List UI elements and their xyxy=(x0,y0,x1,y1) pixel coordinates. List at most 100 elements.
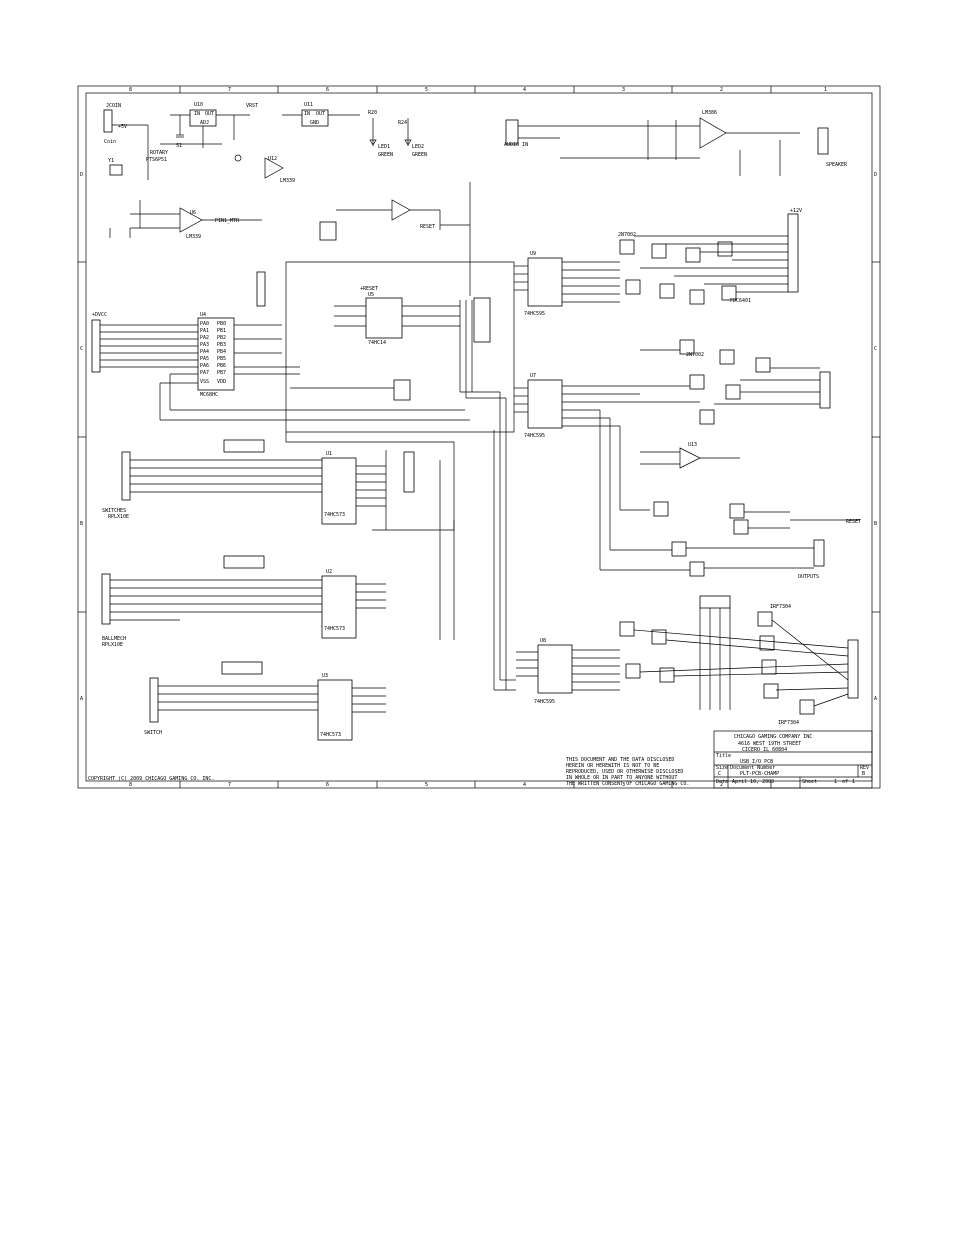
svg-text:Document Number: Document Number xyxy=(730,765,775,771)
svg-text:RESET: RESET xyxy=(846,519,861,525)
svg-text:AUDIO IN: AUDIO IN xyxy=(504,142,528,148)
col-number: 2 xyxy=(720,782,723,788)
svg-text:U8: U8 xyxy=(540,638,546,644)
svg-text:U5: U5 xyxy=(368,292,374,298)
svg-text:THIS DOCUMENT AND THE DATA DIS: THIS DOCUMENT AND THE DATA DISCLOSED xyxy=(566,757,674,763)
svg-text:U12: U12 xyxy=(268,156,277,162)
svg-text:2N7002: 2N7002 xyxy=(686,352,704,358)
logic-u5: U5 74HC14 +RESET xyxy=(334,286,491,346)
connector-j3: SWITCH xyxy=(144,661,318,736)
connector-j10: +DVCC xyxy=(91,312,107,373)
svg-text:LM339: LM339 xyxy=(186,234,201,240)
cpu-u4: U4 MC68HC PA0 PA1 PA2 PA3 PA4 PA5 PA6 PA… xyxy=(100,312,470,421)
svg-text:VSS: VSS xyxy=(200,379,209,385)
svg-text:GND: GND xyxy=(310,120,319,126)
svg-text:PA2: PA2 xyxy=(200,335,209,341)
svg-text:Coin: Coin xyxy=(104,139,116,145)
row-letter: B xyxy=(80,521,83,527)
svg-text:74HC573: 74HC573 xyxy=(324,512,345,518)
svg-text:Date: Date xyxy=(716,779,728,785)
row-letter: A xyxy=(874,696,877,702)
svg-text:PA4: PA4 xyxy=(200,349,209,355)
col-number: 8 xyxy=(129,782,132,788)
svg-text:U4: U4 xyxy=(200,312,206,318)
col-number: 3 xyxy=(622,87,625,93)
col-number: 5 xyxy=(425,782,428,788)
usb-regulator xyxy=(290,379,411,401)
svg-text:U7: U7 xyxy=(530,373,536,379)
svg-text:U2: U2 xyxy=(326,569,332,575)
svg-text:U1: U1 xyxy=(326,451,332,457)
col-number: 4 xyxy=(523,782,526,788)
svg-text:ROTARY: ROTARY xyxy=(150,150,168,156)
svg-text:S1: S1 xyxy=(176,143,182,149)
svg-text:R24: R24 xyxy=(398,120,407,126)
latch-u3: U3 74HC573 xyxy=(317,673,386,741)
col-number: 1 xyxy=(824,87,827,93)
comparator-u13: U13 xyxy=(640,442,740,469)
connector-j4 xyxy=(256,271,266,307)
svg-text:THE WRITTEN CONSENT OF CHICAGO: THE WRITTEN CONSENT OF CHICAGO GAMING CO… xyxy=(566,781,689,787)
company-name: CHICAGO GAMING COMPANY INC xyxy=(734,734,812,740)
svg-text:GREEN: GREEN xyxy=(412,152,427,158)
svg-text:SPEAKER: SPEAKER xyxy=(826,162,848,168)
col-number: 7 xyxy=(228,87,231,93)
svg-text:PB1: PB1 xyxy=(217,328,226,334)
svg-text:RESET: RESET xyxy=(420,224,435,230)
drawing-date: April 10, 2009 xyxy=(732,779,774,785)
svg-text:REV: REV xyxy=(860,765,869,771)
row-letter: D xyxy=(80,172,83,178)
mosfet-bank-top: 2N7002 FDC6401 +12V xyxy=(618,208,802,305)
coin-connector: JCOIN +5V Coin xyxy=(103,103,149,180)
row-letters: D C B A D C B A xyxy=(80,172,877,702)
svg-text:SWITCHES: SWITCHES xyxy=(102,508,126,514)
column-numbers-top: 8 7 6 5 4 3 2 1 xyxy=(129,87,827,93)
svg-text:IN: IN xyxy=(194,111,200,117)
svg-text:Y1: Y1 xyxy=(108,158,114,164)
svg-text:PB3: PB3 xyxy=(217,342,226,348)
connector-j2: BALLMECH RPLX10E xyxy=(101,555,322,648)
row-letter: B xyxy=(874,521,877,527)
mosfet-bank-bottom: IRF7304 IRF7304 xyxy=(619,595,859,726)
copyright: COPYRIGHT (C) 2009 CHICAGO GAMING CO. IN… xyxy=(88,776,214,782)
svg-text:OUT: OUT xyxy=(316,111,325,117)
svg-text:Title: Title xyxy=(716,753,731,759)
latch-u2: U2 74HC573 xyxy=(321,569,386,639)
svg-text:74HC595: 74HC595 xyxy=(534,699,555,705)
confidentiality-notice: THIS DOCUMENT AND THE DATA DISCLOSED HER… xyxy=(566,757,689,787)
connector-j1: SWITCHES RPLX10E xyxy=(102,439,322,520)
row-letter: D xyxy=(874,172,877,178)
svg-text:SWITCH: SWITCH xyxy=(144,730,162,736)
oscillator: Y1 xyxy=(108,158,123,176)
svg-text:GREEN: GREEN xyxy=(378,152,393,158)
svg-text:+12V: +12V xyxy=(790,208,802,214)
comparator-u12: U12 LM339 xyxy=(264,156,295,184)
status-leds: R20 R24 LED1 GREEN LED2 GREEN xyxy=(368,110,427,158)
column-numbers-bottom: 8 7 6 5 4 3 2 xyxy=(129,782,723,788)
svg-text:ADJ: ADJ xyxy=(200,120,209,126)
svg-text:PTS6P51: PTS6P51 xyxy=(146,157,167,163)
svg-text:HEREIN OR HEREWITH IS NOT TO B: HEREIN OR HEREWITH IS NOT TO BE xyxy=(566,763,659,769)
bus-routing xyxy=(285,261,516,691)
sheet-border xyxy=(77,85,881,789)
regulator-u11: U11 IN OUT GND VRST xyxy=(246,102,360,127)
svg-text:74HC573: 74HC573 xyxy=(324,626,345,632)
title-block: CHICAGO GAMING COMPANY INC 4616 WEST 19T… xyxy=(713,730,873,789)
row-letter: C xyxy=(80,346,83,352)
svg-text:U11: U11 xyxy=(304,102,313,108)
svg-text:1: 1 xyxy=(852,779,855,785)
svg-text:PB4: PB4 xyxy=(217,349,226,355)
col-number: 4 xyxy=(523,87,526,93)
svg-text:PA3: PA3 xyxy=(200,342,209,348)
rotary-switch: S1 ROTARY PTS6P51 xyxy=(146,143,242,163)
svg-text:Size: Size xyxy=(716,765,728,771)
svg-text:RPLX10E: RPLX10E xyxy=(102,642,123,648)
svg-text:MC68HC: MC68HC xyxy=(200,392,218,398)
svg-text:FDC6401: FDC6401 xyxy=(730,298,751,304)
svg-text:U10: U10 xyxy=(194,102,203,108)
col-number: 3 xyxy=(622,782,625,788)
revision: B xyxy=(862,771,865,777)
svg-text:2N7002: 2N7002 xyxy=(618,232,636,238)
col-number: 8 xyxy=(129,87,132,93)
